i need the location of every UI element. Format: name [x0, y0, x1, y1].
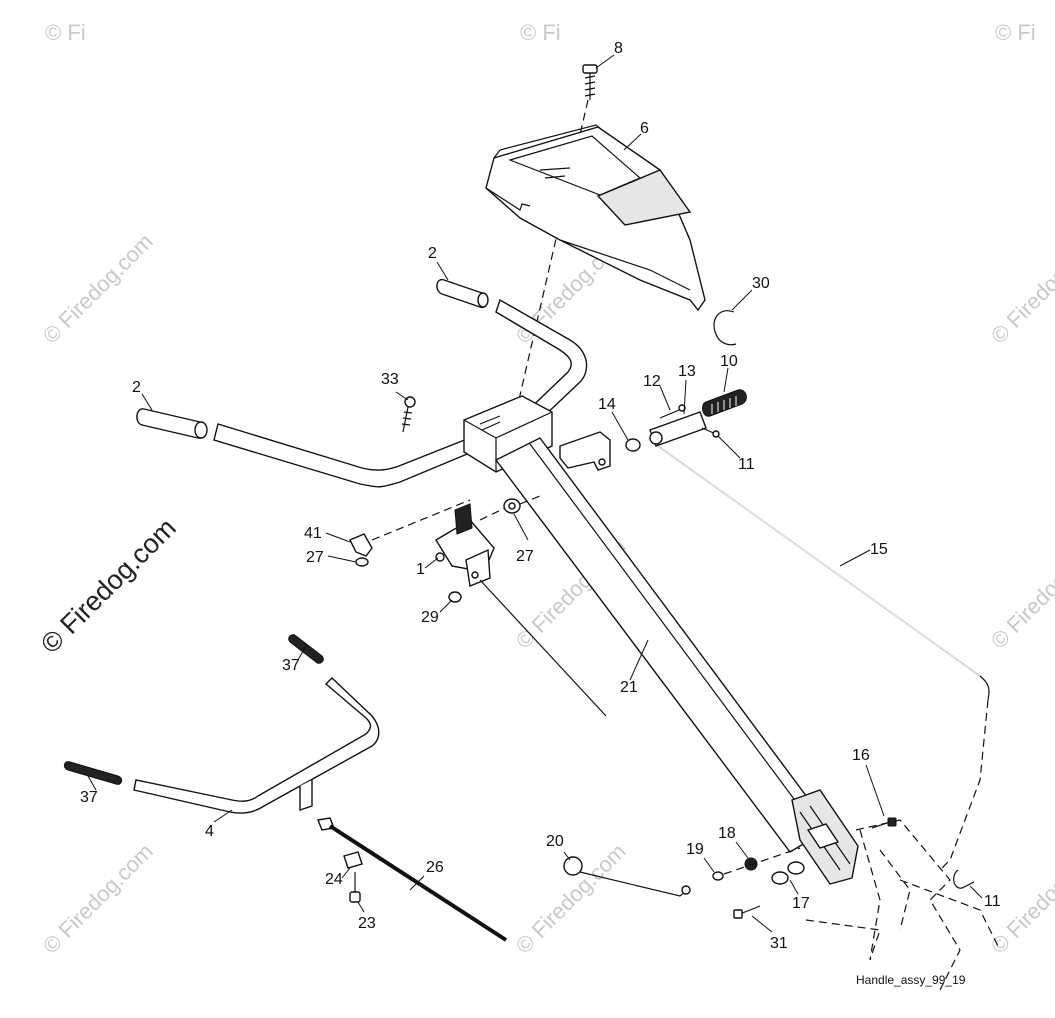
callout-17: 17 — [792, 895, 810, 912]
part-24-clip — [343, 851, 363, 869]
callout-27-right: 27 — [516, 548, 534, 565]
callout-21: 21 — [620, 679, 638, 696]
part-1-control-bracket — [435, 503, 495, 587]
part-4-bail — [133, 677, 380, 814]
part-30-clip — [713, 310, 737, 346]
callout-24: 24 — [325, 871, 343, 888]
part-17-bushing — [771, 861, 805, 885]
part-20-shift-lever — [563, 856, 691, 897]
callout-27-left: 27 — [306, 549, 324, 566]
callout-19: 19 — [686, 841, 704, 858]
part-11-cotter-lower — [953, 869, 975, 889]
part-41-clip — [349, 533, 373, 557]
part-37-left-grip — [63, 761, 123, 785]
part-26-cable — [317, 817, 508, 942]
watermark-corner-3: © Fi — [995, 20, 1036, 45]
callout-1: 1 — [416, 561, 425, 578]
part-10-grip — [702, 389, 747, 417]
frame-outline-phantom — [805, 819, 1001, 991]
callout-11-lower: 11 — [984, 893, 1001, 910]
callout-23: 23 — [358, 915, 376, 932]
watermark-diagonal-1: © Firedog.com — [38, 229, 158, 349]
diagram-caption: Handle_assy_99_19 — [856, 973, 966, 987]
callout-15: 15 — [870, 541, 888, 558]
side-mount-bracket — [559, 431, 611, 471]
centerline-27 — [479, 495, 541, 521]
part-33-screw — [401, 396, 416, 433]
callout-13: 13 — [678, 363, 696, 380]
control-rod — [479, 579, 607, 717]
part-8-bolt — [582, 64, 598, 100]
callout-31: 31 — [770, 935, 788, 952]
part-27-nut-left — [355, 557, 369, 567]
callout-16: 16 — [852, 747, 870, 764]
part-13-lever — [649, 411, 707, 447]
part-21-main-tube — [494, 437, 832, 853]
callout-29: 29 — [421, 609, 439, 626]
callout-6: 6 — [640, 120, 649, 137]
part-19-washer — [712, 871, 724, 881]
watermark-diagonal-3: © Firedog.com — [986, 229, 1055, 349]
callout-20: 20 — [546, 833, 564, 850]
part-14-spacer — [625, 438, 641, 452]
callout-10: 10 — [720, 353, 738, 370]
callout-11-upper: 11 — [738, 456, 755, 473]
part-2-upper-grip — [436, 278, 489, 309]
callout-12: 12 — [643, 373, 661, 390]
part-6-shroud — [485, 124, 706, 312]
watermark-vertical: © Firedog.com — [35, 513, 182, 660]
part-18-nut — [744, 857, 758, 871]
part-16-bolt — [871, 817, 897, 829]
watermark-diagonal-5: © Firedog.com — [986, 534, 1055, 654]
centerline-15 — [939, 699, 989, 871]
watermark-corner-2: © Fi — [520, 20, 561, 45]
lower-mount-plate — [791, 789, 859, 885]
centerline-41 — [371, 499, 471, 541]
callout-14: 14 — [598, 396, 616, 413]
part-37-upper-grip — [288, 634, 324, 664]
watermark-corner-1: © Fi — [45, 20, 86, 45]
callout-8: 8 — [614, 40, 623, 57]
callout-2-left: 2 — [132, 379, 141, 396]
callout-37-upper: 37 — [282, 657, 300, 674]
callout-2-upper: 2 — [428, 245, 437, 262]
callout-37-left: 37 — [80, 789, 98, 806]
part-15-rod — [657, 445, 990, 701]
callout-18: 18 — [718, 825, 736, 842]
leader-lines — [87, 54, 983, 933]
centerline-lower — [723, 847, 801, 875]
part-12-pin — [659, 404, 686, 419]
part-11-cotter-upper — [701, 427, 720, 438]
callout-4: 4 — [205, 823, 214, 840]
part-2-left-grip — [136, 408, 208, 439]
callout-33: 33 — [381, 371, 399, 388]
part-31-bolt — [733, 905, 761, 919]
part-29-nut — [448, 591, 462, 603]
callout-labels: 8 6 2 2 30 33 10 12 13 14 11 41 27 27 1 … — [80, 40, 1001, 952]
watermark-diagonal-6: © Firedog.com — [38, 839, 158, 959]
callout-41: 41 — [304, 525, 322, 542]
callout-26: 26 — [426, 859, 444, 876]
callout-30: 30 — [752, 275, 770, 292]
part-27-nut-right — [503, 498, 521, 514]
part-23-bolt — [349, 872, 361, 903]
